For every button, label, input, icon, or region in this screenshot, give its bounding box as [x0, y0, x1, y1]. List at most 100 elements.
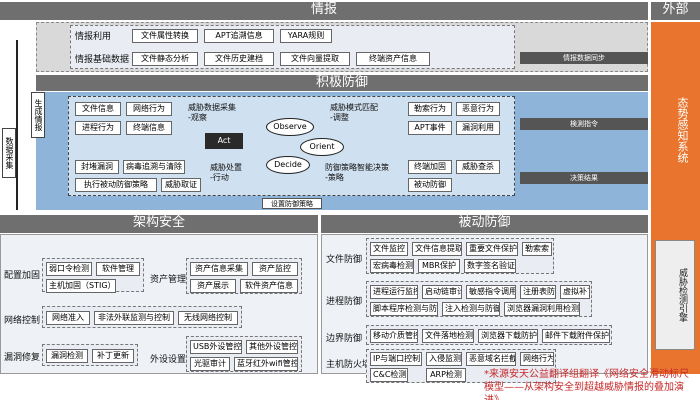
firewall-item: ARP检测 — [426, 368, 466, 382]
firewall-label: 主机防火墙 — [326, 360, 372, 370]
orient-title: 威胁模式匹配 -调整 — [330, 103, 378, 122]
vuln-item: 漏洞检测 — [46, 349, 88, 363]
network-item: 无线网络控制 — [178, 311, 238, 325]
active-header-label: 积极防御 — [315, 75, 368, 90]
firewall-item: 入侵监测 — [426, 352, 462, 366]
decide-title: 防御策略智能决策 -策略 — [325, 163, 389, 182]
config-item: 弱口令检测 — [46, 262, 92, 276]
orient-item: 勒索行为 — [408, 102, 452, 116]
set-policy-label: 设置防御策略 — [262, 198, 322, 209]
process-defense-label: 进程防御 — [326, 297, 363, 307]
act-item: 执行被动防御策略 — [75, 178, 157, 192]
asset-item: 软件资产信息 — [240, 279, 298, 293]
act-item: 威胁取证 — [161, 178, 201, 192]
intel-item: 文件属性转换 — [132, 29, 198, 43]
decide-item: 威胁查杀 — [456, 160, 500, 174]
boundary-defense-item: 移动介质管控 — [370, 329, 418, 343]
external-header: 外部 — [651, 2, 700, 20]
firewall-item: 恶意域名拦截 — [466, 352, 516, 366]
orient-item: 恶意行为 — [456, 102, 500, 116]
ooda-act: Act — [205, 133, 243, 149]
intel-item: YARA规则 — [280, 29, 332, 43]
file-defense-item: 数字签名验证 — [464, 259, 516, 273]
orient-item: APT事件 — [408, 121, 452, 135]
intel-item: APT追溯信息 — [204, 29, 274, 43]
firewall-item: C&C检测 — [370, 368, 408, 382]
act-item: 封堵漏洞 — [75, 160, 119, 174]
architecture-header: 架构安全 — [0, 215, 318, 233]
device-item: 蓝牙红外wifi管控 — [234, 357, 298, 371]
intel-row1-label: 情报利用 — [75, 32, 112, 42]
ooda-decide: Decide — [266, 156, 310, 174]
intel-item: 终端资产信息 — [356, 52, 430, 66]
vuln-label: 漏洞修复 — [4, 353, 41, 363]
process-defense-item: 浏览器漏洞利用检测 — [504, 302, 580, 316]
file-defense-item: 文件信息提取 — [412, 242, 462, 256]
intel-row2-label: 情报基础数据 — [75, 55, 130, 65]
intel-sync-arrow: 情报数据同步 — [520, 52, 648, 64]
source-caption: *来源安天公益翻译组翻译《网络安全滑动标尺模型——从架构安全到超越威胁情报的叠加… — [484, 369, 689, 400]
observe-item: 文件信息 — [75, 102, 121, 116]
threat-engine-box — [655, 240, 695, 350]
threat-engine-label: 威胁检测引擎 — [677, 268, 687, 322]
gen-intel-label: 生成情报 — [31, 92, 45, 138]
observe-item: 终端信息 — [126, 121, 172, 135]
asset-label: 资产管理 — [150, 275, 187, 285]
act-item: 病毒追溯与清除 — [123, 160, 185, 174]
detect-cmd-arrow: 検測指令 — [520, 118, 648, 130]
boundary-defense-item: 文件落地检测 — [422, 329, 474, 343]
active-header: 积极防御 — [36, 75, 648, 91]
network-item: 网络准入 — [46, 311, 90, 325]
firewall-item: 网络行为记录 — [520, 352, 554, 366]
intel-header: 情报 — [0, 2, 648, 20]
external-header-label: 外部 — [662, 2, 689, 17]
observe-title: 威胁数据采集 -观察 — [188, 103, 236, 122]
passive-header: 被动防御 — [321, 215, 648, 233]
process-defense-item: 敏感指令调用 — [466, 285, 516, 299]
config-item: 软件管理 — [96, 262, 140, 276]
process-defense-item: 启动链审计 — [422, 285, 462, 299]
network-item: 非法外联监测与控制 — [94, 311, 174, 325]
data-collect-label: 数据采集 — [2, 128, 16, 178]
network-label: 网络控制 — [4, 316, 41, 326]
config-item: 主机加固（STIG） — [46, 279, 116, 293]
device-item: 光驱审计 — [190, 357, 230, 371]
file-defense-item: 宏病毒检测 — [370, 259, 414, 273]
ooda-observe: Observe — [266, 118, 314, 136]
passive-header-label: 被动防御 — [458, 215, 511, 230]
boundary-defense-item: 邮件下载附件保护 — [542, 329, 610, 343]
ooda-orient: Orient — [300, 138, 344, 156]
config-label: 配置加固 — [4, 271, 41, 281]
asset-item: 资产信息采集 — [190, 262, 248, 276]
device-item: 其他外设管控 — [246, 340, 298, 354]
act-title: 威胁处置 -行动 — [210, 163, 242, 182]
intel-item: 文件静态分析 — [132, 52, 198, 66]
process-defense-item: 进程运行监控 — [370, 285, 418, 299]
asset-item: 资产监控 — [252, 262, 298, 276]
asset-item: 资产展示 — [190, 279, 236, 293]
orient-item: 漏洞利用 — [456, 121, 500, 135]
firewall-item: IP与端口控制 — [370, 352, 422, 366]
decision-result-arrow: 决策结果 — [520, 172, 648, 184]
decide-item: 被动防御 — [408, 178, 452, 192]
file-defense-item: 文件监控 — [370, 242, 408, 256]
file-defense-label: 文件防御 — [326, 255, 363, 265]
file-defense-item: 勒索索 — [522, 242, 552, 256]
decide-item: 终端加固 — [408, 160, 452, 174]
observe-item: 网络行为 — [126, 102, 172, 116]
boundary-defense-label: 边界防御 — [326, 334, 363, 344]
observe-item: 进程行为 — [75, 121, 121, 135]
intel-item: 文件历史建档 — [204, 52, 274, 66]
boundary-defense-item: 浏览器下载防护 — [478, 329, 538, 343]
file-defense-item: 重要文件保护 — [466, 242, 518, 256]
left-flow-line — [16, 40, 18, 210]
process-defense-item: 虚拟补丁加固 — [560, 285, 590, 299]
vuln-item: 补丁更新 — [92, 349, 134, 363]
file-defense-item: MBR保护 — [418, 259, 460, 273]
process-defense-item: 注册表防御 — [520, 285, 556, 299]
process-defense-item: 注入检测与防御 — [442, 302, 500, 316]
device-item: USB外设管控 — [190, 340, 242, 354]
device-label: 外设设置 — [150, 355, 187, 365]
situation-awareness-label: 态势感知系统 — [676, 97, 689, 163]
intel-header-label: 情报 — [310, 2, 337, 17]
